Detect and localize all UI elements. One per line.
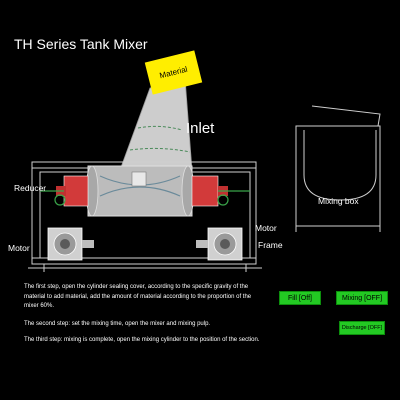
mixing-button[interactable]: Mixing [OFF] xyxy=(336,291,388,305)
step-3-text: The third step: mixing is complete, open… xyxy=(24,337,260,343)
fill-button[interactable]: Fill [Off] xyxy=(279,291,321,305)
inlet-label: Inlet xyxy=(186,120,215,137)
step-2-text: The second step: set the mixing time, op… xyxy=(24,321,211,327)
motor-right-drawing xyxy=(196,227,243,261)
motor-left-drawing xyxy=(47,227,94,261)
motor-left-label: Motor xyxy=(8,243,30,253)
reducer-label: Reducer xyxy=(14,183,47,193)
page-title: TH Series Tank Mixer xyxy=(14,36,148,52)
mixing-drum xyxy=(85,165,195,217)
frame-label: Frame xyxy=(258,240,283,250)
discharge-button[interactable]: Discharge [OFF] xyxy=(339,321,385,335)
shaft-accents xyxy=(40,190,250,206)
mixing-box-side-label: Mixing box xyxy=(318,196,359,206)
motor-right-label: Motor xyxy=(255,223,277,233)
mixing-box-main-label: Mixing box xyxy=(115,227,156,237)
step-1-text: The first step, open the cylinder sealin… xyxy=(24,284,252,309)
side-view xyxy=(295,105,381,232)
